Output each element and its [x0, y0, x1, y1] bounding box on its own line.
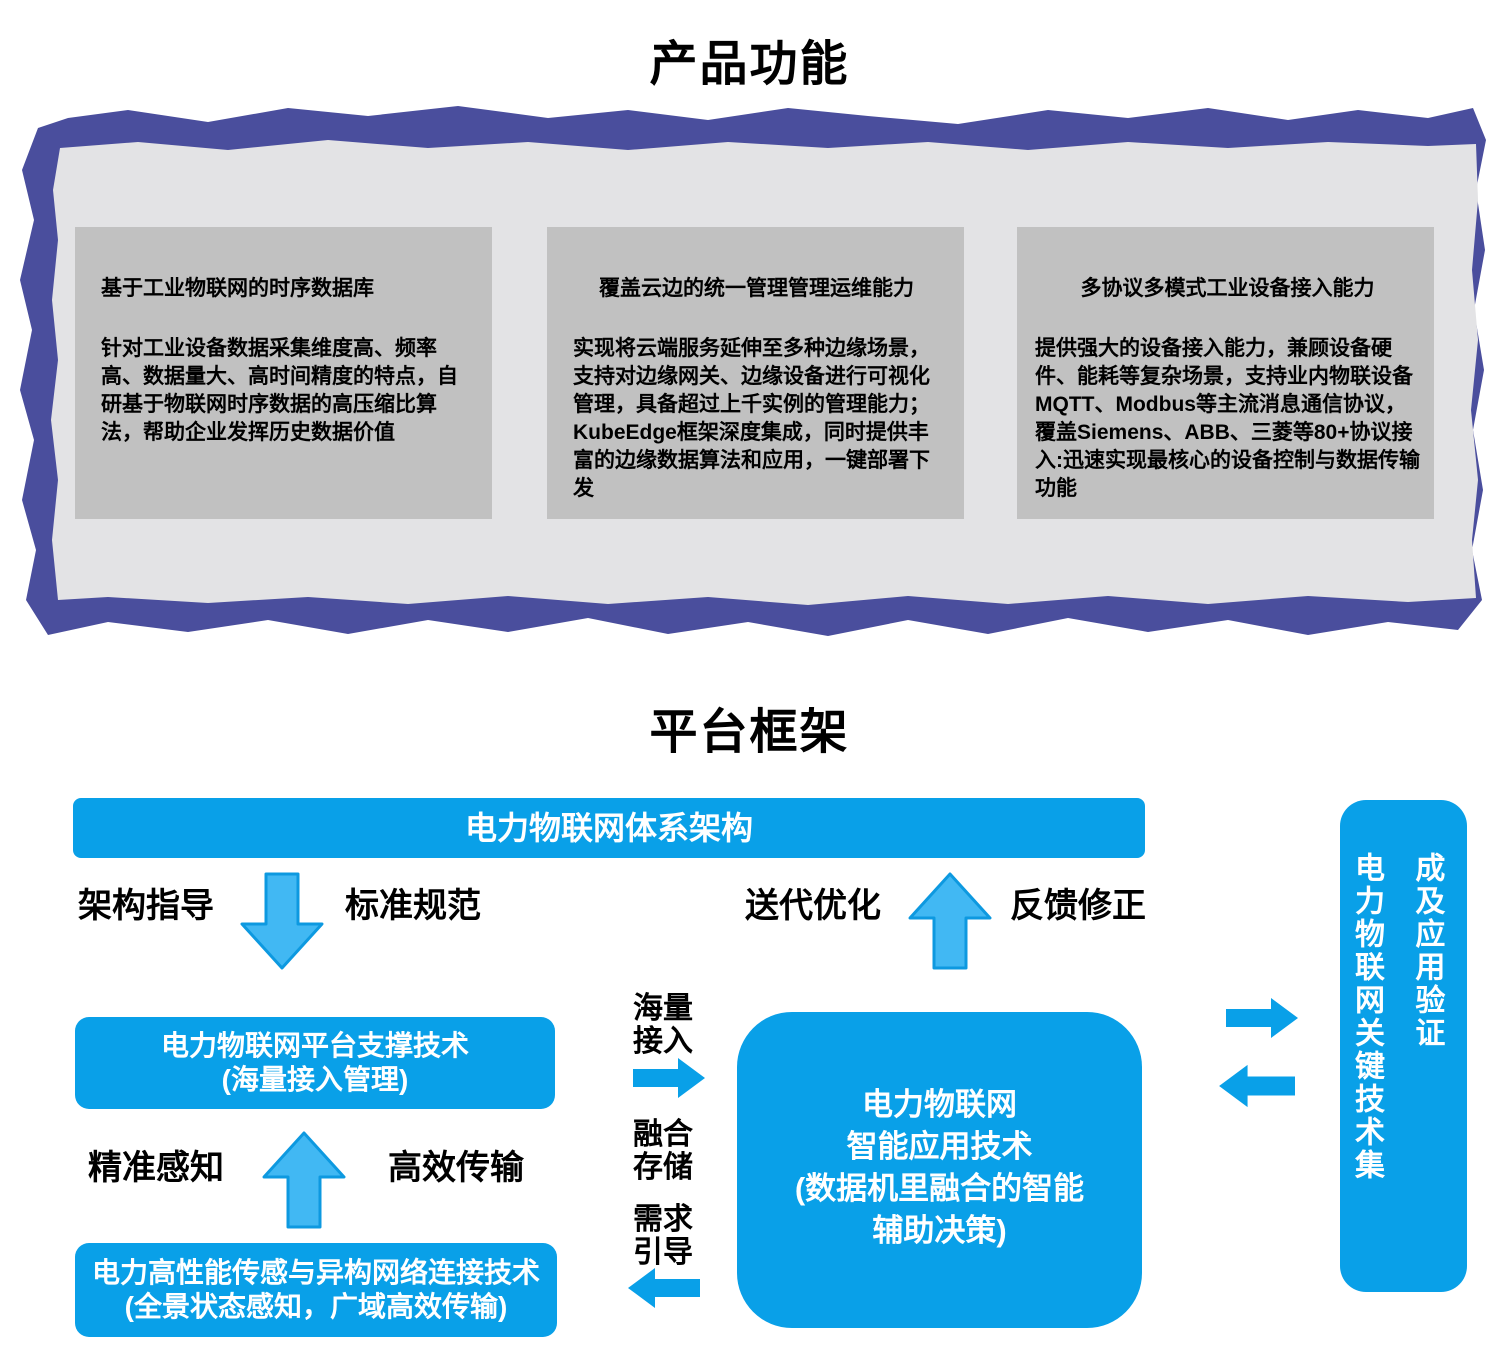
sensing-network-line2: (全景状态感知，广域高效传输): [124, 1291, 508, 1322]
support-tech-line2: (海量接入管理): [221, 1064, 409, 1095]
key-tech-validation-bar: 电力物联网关键技术集 成及应用验证: [1340, 800, 1467, 1292]
intelligent-app-line2: 智能应用技术: [846, 1129, 1033, 1164]
card-body: 实现将云端服务延伸至多种边缘场景，支持对边缘网关、边缘设备进行可视化管理，具备超…: [573, 337, 930, 500]
card-heading: 多协议多模式工业设备接入能力: [1080, 277, 1375, 300]
left-arrow-icon: [1219, 1064, 1295, 1108]
label-massive-access: 海量 接入: [633, 992, 693, 1058]
label-architecture-guidance: 架构指导: [78, 887, 214, 925]
label-precise-sensing: 精准感知: [88, 1149, 224, 1187]
label-demand-guidance: 需求 引导: [633, 1203, 693, 1269]
left-arrow-icon: [628, 1268, 700, 1308]
support-tech-line1: 电力物联网平台支撑技术: [160, 1030, 469, 1061]
card-body: 提供强大的设备接入能力，兼顾设备硬件、能耗等复杂场景，支持业内物联设备MQTT、…: [1035, 337, 1420, 500]
architecture-bar: 电力物联网体系架构: [73, 798, 1145, 858]
support-tech-box: 电力物联网平台支撑技术 (海量接入管理): [75, 1017, 555, 1109]
card-heading: 基于工业物联网的时序数据库: [101, 277, 374, 300]
sensing-network-line1: 电力高性能传感与异构网络连接技术: [91, 1257, 540, 1288]
right-arrow-icon: [1226, 998, 1298, 1038]
card-body: 针对工业设备数据采集维度高、频率高、数据量大、高时间精度的特点，自研基于物联网时…: [101, 337, 458, 444]
label-standard-spec: 标准规范: [345, 887, 481, 925]
up-arrow-icon: [908, 872, 992, 970]
sensing-network-box: 电力高性能传感与异构网络连接技术 (全景状态感知，广域高效传输): [75, 1243, 557, 1337]
intelligent-app-line1: 电力物联网: [862, 1087, 1017, 1122]
up-arrow-icon: [262, 1131, 346, 1229]
feature-card-cloud-edge: 覆盖云边的统一管理管理运维能力 实现将云端服务延伸至多种边缘场景，支持对边缘网关…: [547, 227, 964, 519]
intelligent-app-line4: 辅助决策): [872, 1213, 1007, 1248]
product-section-title: 产品功能: [649, 38, 850, 91]
right-arrow-icon: [633, 1058, 705, 1098]
intelligent-app-line3: (数据机里融合的智能: [794, 1171, 1085, 1206]
intelligent-app-box: 电力物联网 智能应用技术 (数据机里融合的智能 辅助决策): [737, 1012, 1142, 1328]
down-arrow-icon: [240, 872, 324, 970]
label-efficient-transmission: 高效传输: [388, 1149, 524, 1187]
label-iterative-optimization: 送代优化: [745, 887, 881, 925]
label-fusion-storage: 融合 存储: [633, 1118, 693, 1184]
platform-section-title: 平台框架: [649, 706, 850, 759]
feature-card-timeseries-db: 基于工业物联网的时序数据库 针对工业设备数据采集维度高、频率高、数据量大、高时间…: [75, 227, 492, 519]
key-tech-column-2: 成及应用验证: [1410, 852, 1444, 1050]
key-tech-column-1: 电力物联网关键技术集: [1350, 852, 1383, 1182]
card-heading: 覆盖云边的统一管理管理运维能力: [599, 277, 914, 300]
feature-card-protocols: 多协议多模式工业设备接入能力 提供强大的设备接入能力，兼顾设备硬件、能耗等复杂场…: [1017, 227, 1434, 519]
label-feedback-correction: 反馈修正: [1010, 887, 1146, 925]
